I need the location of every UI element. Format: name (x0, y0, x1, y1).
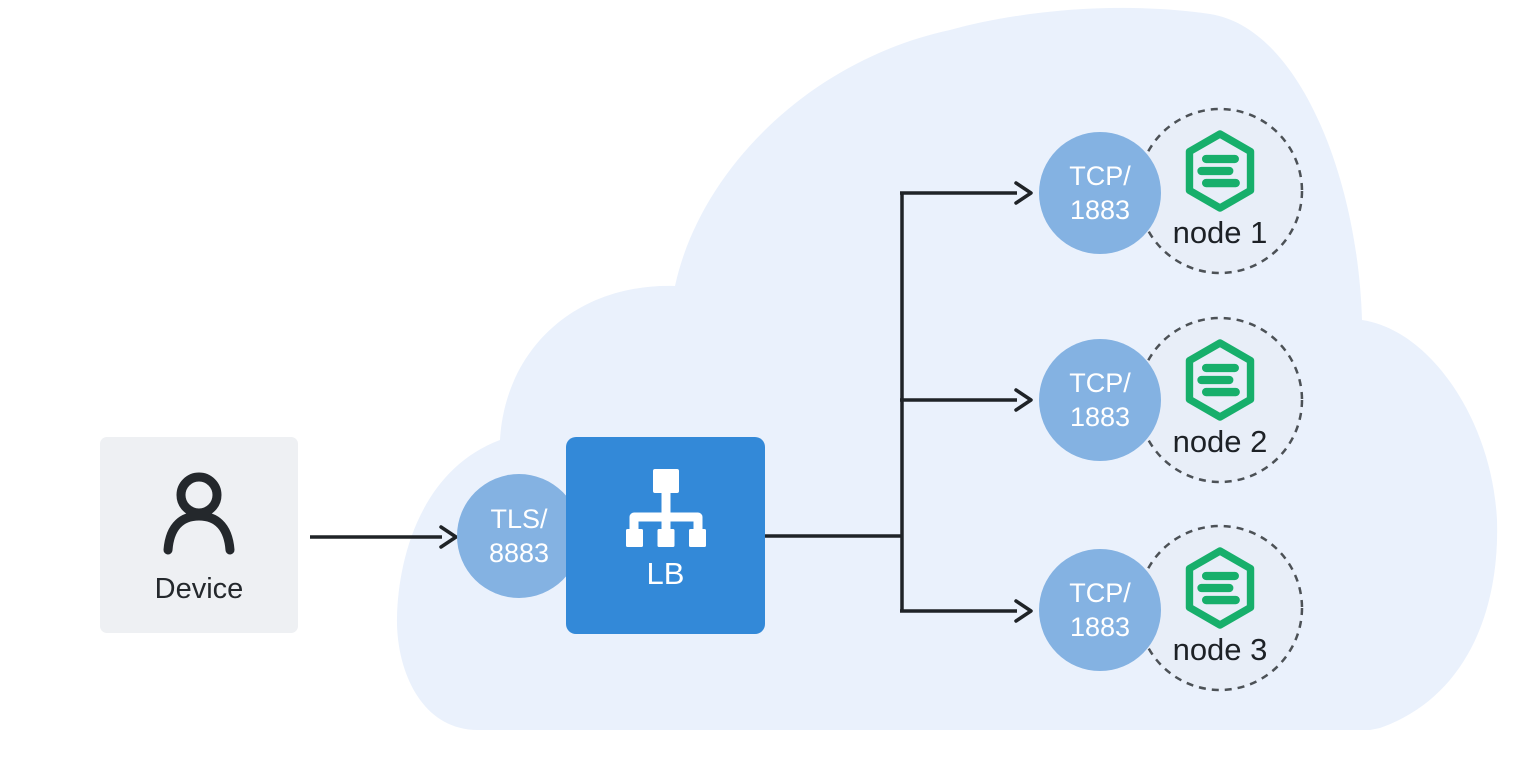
device-box: Device (100, 437, 298, 633)
emqx-hexagon-icon (1185, 547, 1255, 629)
arrowhead-node1 (1014, 181, 1033, 205)
tcp-port-line2: 1883 (1069, 612, 1131, 642)
emqx-hexagon-icon (1185, 130, 1255, 212)
node-label: node 1 (1172, 215, 1268, 250)
node-dashed-ring (1136, 316, 1304, 484)
tcp-port-badge: TCP/ 1883 (1039, 549, 1161, 671)
arrowhead-node3 (1014, 599, 1033, 623)
tcp-port-line1: TCP/ (1069, 578, 1131, 608)
tls-port-badge: TLS/ 8883 (457, 474, 581, 598)
sitemap-icon (625, 469, 706, 547)
device-label: Device (154, 573, 244, 605)
tcp-port-line1: TCP/ (1069, 161, 1131, 191)
load-balancer-label: LB (646, 556, 685, 591)
node-label: node 3 (1172, 632, 1268, 667)
tcp-port-line2: 1883 (1069, 195, 1131, 225)
person-icon (163, 472, 235, 555)
node-label: node 2 (1172, 424, 1268, 459)
tcp-port-line2: 1883 (1069, 402, 1131, 432)
tls-port-line1: TLS/ (490, 504, 548, 534)
node-dashed-ring (1136, 107, 1304, 275)
emqx-hexagon-icon (1185, 339, 1255, 421)
tcp-port-badge: TCP/ 1883 (1039, 132, 1161, 254)
node-dashed-ring (1136, 524, 1304, 692)
load-balancer-box: LB (566, 437, 765, 634)
cluster-node: node 1 (1136, 107, 1304, 275)
arrowhead-node2 (1014, 388, 1033, 412)
tcp-port-badge: TCP/ 1883 (1039, 339, 1161, 461)
tls-port-line2: 8883 (488, 538, 550, 568)
cluster-node: node 3 (1136, 524, 1304, 692)
tcp-port-line1: TCP/ (1069, 368, 1131, 398)
arrowhead-device-to-tls (439, 525, 458, 549)
cluster-node: node 2 (1136, 316, 1304, 484)
